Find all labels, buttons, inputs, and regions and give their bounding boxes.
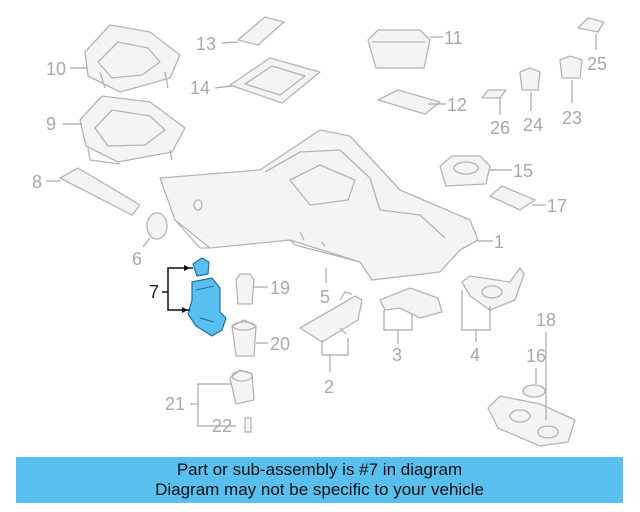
callout-19: 19 [270, 278, 290, 298]
footer-line-2: Diagram may not be specific to your vehi… [155, 480, 484, 499]
part-2: 2 [299, 291, 363, 397]
part-1: 1 [159, 129, 504, 281]
callout-22: 22 [212, 416, 232, 436]
part-9: 9 [46, 95, 186, 165]
part-10: 10 [46, 24, 181, 93]
callout-21: 21 [165, 394, 185, 414]
callout-3: 3 [392, 345, 402, 365]
callout-24: 24 [523, 115, 543, 135]
part-4: 4 [461, 267, 525, 365]
callout-7: 7 [149, 282, 159, 302]
part-6: 6 [132, 212, 168, 269]
callout-6: 6 [132, 249, 142, 269]
callout-26: 26 [490, 118, 510, 138]
callout-16: 16 [526, 346, 546, 366]
part-26: 26 [481, 89, 510, 138]
callout-8: 8 [32, 172, 42, 192]
parts-diagram: 13 14 10 9 8 6 [32, 16, 607, 447]
callout-25: 25 [587, 54, 607, 74]
part-25: 25 [577, 17, 607, 74]
part-17: 17 [489, 185, 567, 216]
callout-9: 9 [46, 114, 56, 134]
part-24: 24 [519, 67, 543, 135]
callout-12: 12 [447, 95, 467, 115]
callout-14: 14 [190, 78, 210, 98]
part-15: 15 [439, 155, 533, 187]
callout-13: 13 [196, 34, 216, 54]
part-7-bracket[interactable] [187, 277, 227, 337]
part-13: 13 [196, 16, 285, 54]
part-20: 20 [231, 319, 290, 357]
part-7-cap[interactable] [192, 257, 210, 277]
part-19: 19 [235, 273, 290, 305]
part-12: 12 [377, 89, 467, 115]
part-8: 8 [32, 167, 141, 216]
part-16: 16 [522, 346, 546, 398]
part-11: 11 [367, 28, 463, 69]
part-23: 23 [559, 55, 583, 128]
callout-11: 11 [444, 28, 463, 48]
callout-18: 18 [536, 310, 556, 330]
callout-23: 23 [562, 108, 582, 128]
part-18: 18 [487, 310, 576, 447]
callout-15: 15 [513, 161, 533, 181]
footer-line-1: Part or sub-assembly is #7 in diagram [176, 460, 463, 479]
part-21: 21 [165, 369, 255, 427]
callout-20: 20 [270, 334, 290, 354]
callout-2: 2 [324, 377, 334, 397]
callout-1: 1 [494, 232, 504, 252]
footer-banner: Part or sub-assembly is #7 in diagram Di… [16, 457, 623, 503]
callout-5: 5 [320, 287, 330, 307]
part-3: 3 [379, 287, 443, 365]
part-5-callout: 5 [320, 268, 330, 307]
part-22: 22 [212, 416, 252, 436]
part-14: 14 [190, 57, 321, 104]
callout-17: 17 [547, 196, 567, 216]
part-7-highlighted[interactable]: 7 [149, 257, 227, 337]
callout-10: 10 [46, 59, 66, 79]
callout-4: 4 [470, 345, 480, 365]
